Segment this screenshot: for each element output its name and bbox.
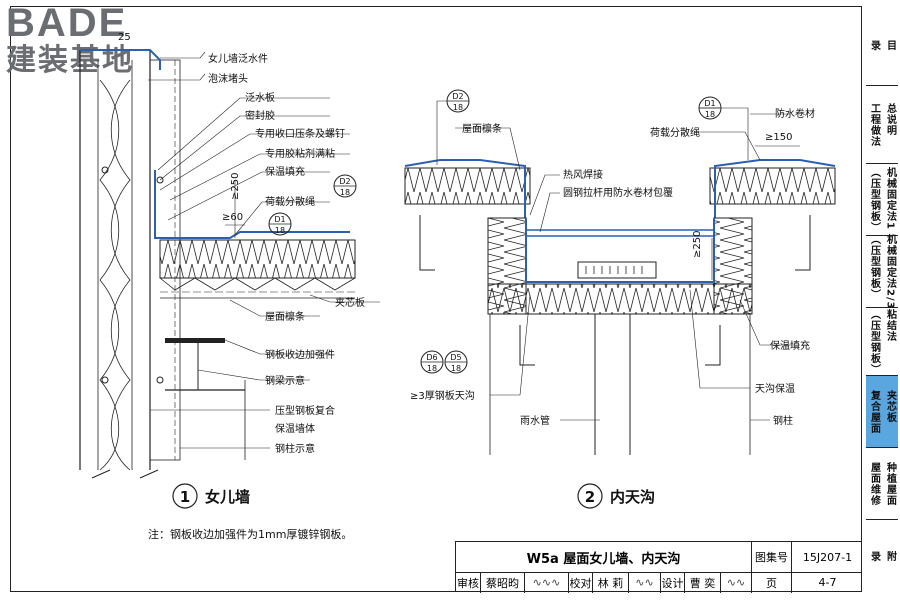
atlas-number: 15J207-1 (791, 542, 863, 572)
label-adhesive: 专用胶粘剂满粘 (265, 147, 335, 160)
svg-text:D5: D5 (450, 353, 461, 362)
label-closure-strip: 专用收口压条及螺钉 (255, 127, 345, 140)
tab-sandwich-panel[interactable]: 夹芯板复合屋面 (866, 376, 898, 448)
check-label: 校对 (568, 572, 592, 593)
drawing-title: W5a 屋面女儿墙、内天沟 (526, 551, 681, 567)
svg-text:D2: D2 (339, 177, 350, 186)
detail-2-gutter: ≥250 ≥150 D2 18 D1 18 D6 18 D5 18 (404, 89, 836, 509)
checker-signature: ∿∿ (628, 572, 660, 593)
tab-contents[interactable]: 目录 (866, 6, 898, 86)
dim-250-d2: ≥250 (692, 231, 703, 258)
callout-d6: D6 18 (420, 350, 444, 374)
reviewer: 蔡昭昀 (480, 572, 524, 593)
label-insulation-fill-2: 保温填充 (770, 339, 810, 352)
detail-1-parapet: 25 ≥250 ≥60 D2 18 D1 18 (79, 32, 380, 509)
label-insulation-fill: 保温填充 (265, 165, 305, 178)
svg-text:D1: D1 (704, 99, 715, 108)
label-sealant: 密封胶 (245, 109, 275, 122)
label-downpipe: 雨水管 (520, 414, 550, 427)
svg-text:18: 18 (453, 103, 463, 112)
label-load-rope-2: 荷载分散绳 (650, 126, 700, 139)
svg-text:D1: D1 (274, 215, 285, 224)
label-purlin: 屋面檩条 (265, 310, 305, 323)
svg-text:D6: D6 (426, 353, 437, 362)
svg-text:18: 18 (427, 364, 437, 373)
logo-brand: BADE (6, 1, 128, 45)
checker: 林 莉 (592, 572, 628, 593)
callout-d5: D5 18 (444, 350, 468, 374)
label-insulated-wall: 保温墙体 (275, 422, 315, 435)
page-number: 4-7 (791, 572, 863, 593)
dim-60: ≥60 (222, 212, 243, 223)
review-label: 审核 (457, 576, 479, 590)
svg-text:18: 18 (451, 364, 461, 373)
designer: 曹 奕 (684, 572, 720, 593)
callout-d2-2: D2 18 (446, 89, 470, 113)
label-tie-rod: 圆钢拉杆用防水卷材包覆 (563, 186, 673, 199)
label-column: 钢柱示意 (275, 442, 315, 455)
detail-1-number-circle (172, 483, 198, 509)
dim-250-d1: ≥250 (230, 173, 241, 200)
label-membrane: 防水卷材 (775, 107, 815, 120)
svg-text:18: 18 (275, 226, 285, 235)
tab-adhesive[interactable]: 粘结法（压型钢板） (866, 308, 898, 376)
tab-appendix[interactable]: 附录 (868, 550, 896, 562)
drawing-frame (10, 6, 862, 592)
reviewer-signature: ∿∿∿ (524, 572, 568, 593)
atlas-label: 图集号 (751, 542, 791, 572)
tab-mechanical-1[interactable]: 机械固定法1（压型钢板） (866, 164, 898, 236)
dim-150: ≥150 (765, 132, 792, 143)
svg-text:D2: D2 (452, 92, 463, 101)
tab-mechanical-2-3[interactable]: 机械固定法2/3（压型钢板） (866, 234, 898, 309)
design-label: 设计 (660, 572, 684, 593)
svg-text:18: 18 (340, 188, 350, 197)
label-steel-gutter: ≥3厚钢板天沟 (410, 389, 475, 402)
detail-1-caption: 女儿墙 (205, 488, 250, 506)
label-purlin-2: 屋面檩条 (462, 122, 502, 135)
label-gutter-insulation: 天沟保温 (755, 382, 795, 395)
callout-d2-1: D2 18 (333, 174, 357, 198)
label-hot-air-weld: 热风焊接 (563, 168, 603, 181)
title-block: W5a 屋面女儿墙、内天沟 图集号 15J207-1 审核 蔡昭昀 ∿∿∿ 校对… (455, 541, 863, 593)
detail-2-number: 2 (585, 488, 595, 506)
tab-green-roof[interactable]: 种植屋面屋面维修 (866, 448, 898, 520)
detail-1-number: 1 (180, 488, 190, 506)
label-sandwich-panel: 夹芯板 (335, 296, 365, 309)
label-foam-plug: 泡沫堵头 (208, 72, 248, 85)
label-flashing-plate: 泛水板 (245, 91, 275, 104)
svg-text:18: 18 (705, 110, 715, 119)
label-column-2: 钢柱 (773, 414, 793, 427)
detail-2-number-circle (577, 483, 603, 509)
tab-general[interactable]: 总说明工程做法 (866, 86, 898, 164)
label-parapet-flashing: 女儿墙泛水件 (208, 52, 268, 65)
chapter-tabs: 目录 总说明工程做法 机械固定法1（压型钢板） 机械固定法2/3（压型钢板） 粘… (866, 6, 900, 592)
drawing-note: 注：钢板收边加强件为1mm厚镀锌钢板。 (148, 528, 353, 541)
label-composite-wall: 压型钢板复合 (275, 404, 335, 417)
designer-signature: ∿∿ (720, 572, 751, 593)
page-label: 页 (751, 572, 791, 593)
dim-top: 25 (118, 32, 131, 43)
callout-d1-1: D1 18 (268, 212, 292, 236)
label-beam: 钢梁示意 (265, 374, 305, 387)
label-reinforcement: 钢板收边加强件 (265, 348, 335, 361)
label-load-rope: 荷载分散绳 (265, 195, 315, 208)
detail-2-caption: 内天沟 (610, 488, 655, 506)
